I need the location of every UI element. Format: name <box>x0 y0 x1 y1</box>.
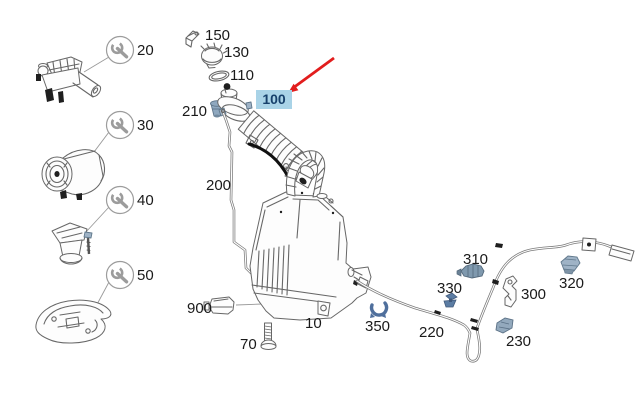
part-50-drawing <box>35 299 112 344</box>
part-110-drawing <box>208 70 230 82</box>
part-30-drawing <box>41 149 106 200</box>
callout-330[interactable]: 330 <box>437 280 462 297</box>
callout-40[interactable]: 40 <box>104 184 154 216</box>
part-number-label[interactable]: 100 <box>262 91 286 107</box>
part-230-drawing <box>495 317 514 334</box>
part-900-drawing <box>203 296 235 315</box>
callout-350[interactable]: 350 <box>365 318 390 335</box>
callout-300[interactable]: 300 <box>521 286 546 303</box>
wrench-icon <box>104 34 136 66</box>
wrench-icon <box>104 109 136 141</box>
callout-150[interactable]: 150 <box>205 27 230 44</box>
callout-50[interactable]: 50 <box>104 259 154 291</box>
callout-320[interactable]: 320 <box>559 275 584 292</box>
callout-130[interactable]: 130 <box>224 44 249 61</box>
part-350-drawing <box>369 301 389 318</box>
callout-200[interactable]: 200 <box>206 177 231 194</box>
callout-100-selected[interactable]: 100 <box>256 90 292 109</box>
part-320-drawing <box>560 255 581 275</box>
wrench-icon <box>104 184 136 216</box>
part-310-drawing <box>456 263 485 279</box>
callout-70[interactable]: 70 <box>240 336 257 353</box>
wrench-icon <box>104 259 136 291</box>
part-number-label[interactable]: 30 <box>137 117 154 134</box>
part-200-drawing <box>220 108 259 280</box>
callout-10[interactable]: 10 <box>305 315 322 332</box>
part-40-drawing <box>51 222 93 265</box>
part-number-label[interactable]: 20 <box>137 42 154 59</box>
callout-220[interactable]: 220 <box>419 324 444 341</box>
callout-210[interactable]: 210 <box>182 103 207 120</box>
part-300-drawing <box>502 275 518 308</box>
part-150-drawing <box>185 30 200 48</box>
part-70-drawing <box>260 322 277 350</box>
part-220-drawing <box>355 237 635 363</box>
selection-arrow <box>288 56 335 93</box>
part-number-label[interactable]: 40 <box>137 192 154 209</box>
part-10-drawing <box>249 150 372 321</box>
callout-310[interactable]: 310 <box>463 251 488 268</box>
part-330-drawing <box>443 292 458 308</box>
callout-30[interactable]: 30 <box>104 109 154 141</box>
callout-230[interactable]: 230 <box>506 333 531 350</box>
part-20-drawing <box>36 56 102 103</box>
callout-110[interactable]: 110 <box>230 67 254 84</box>
highlight-box <box>256 90 292 109</box>
part-number-label[interactable]: 50 <box>137 267 154 284</box>
part-130-drawing <box>200 42 228 69</box>
callout-20[interactable]: 20 <box>104 34 154 66</box>
callout-900[interactable]: 900 <box>187 300 212 317</box>
